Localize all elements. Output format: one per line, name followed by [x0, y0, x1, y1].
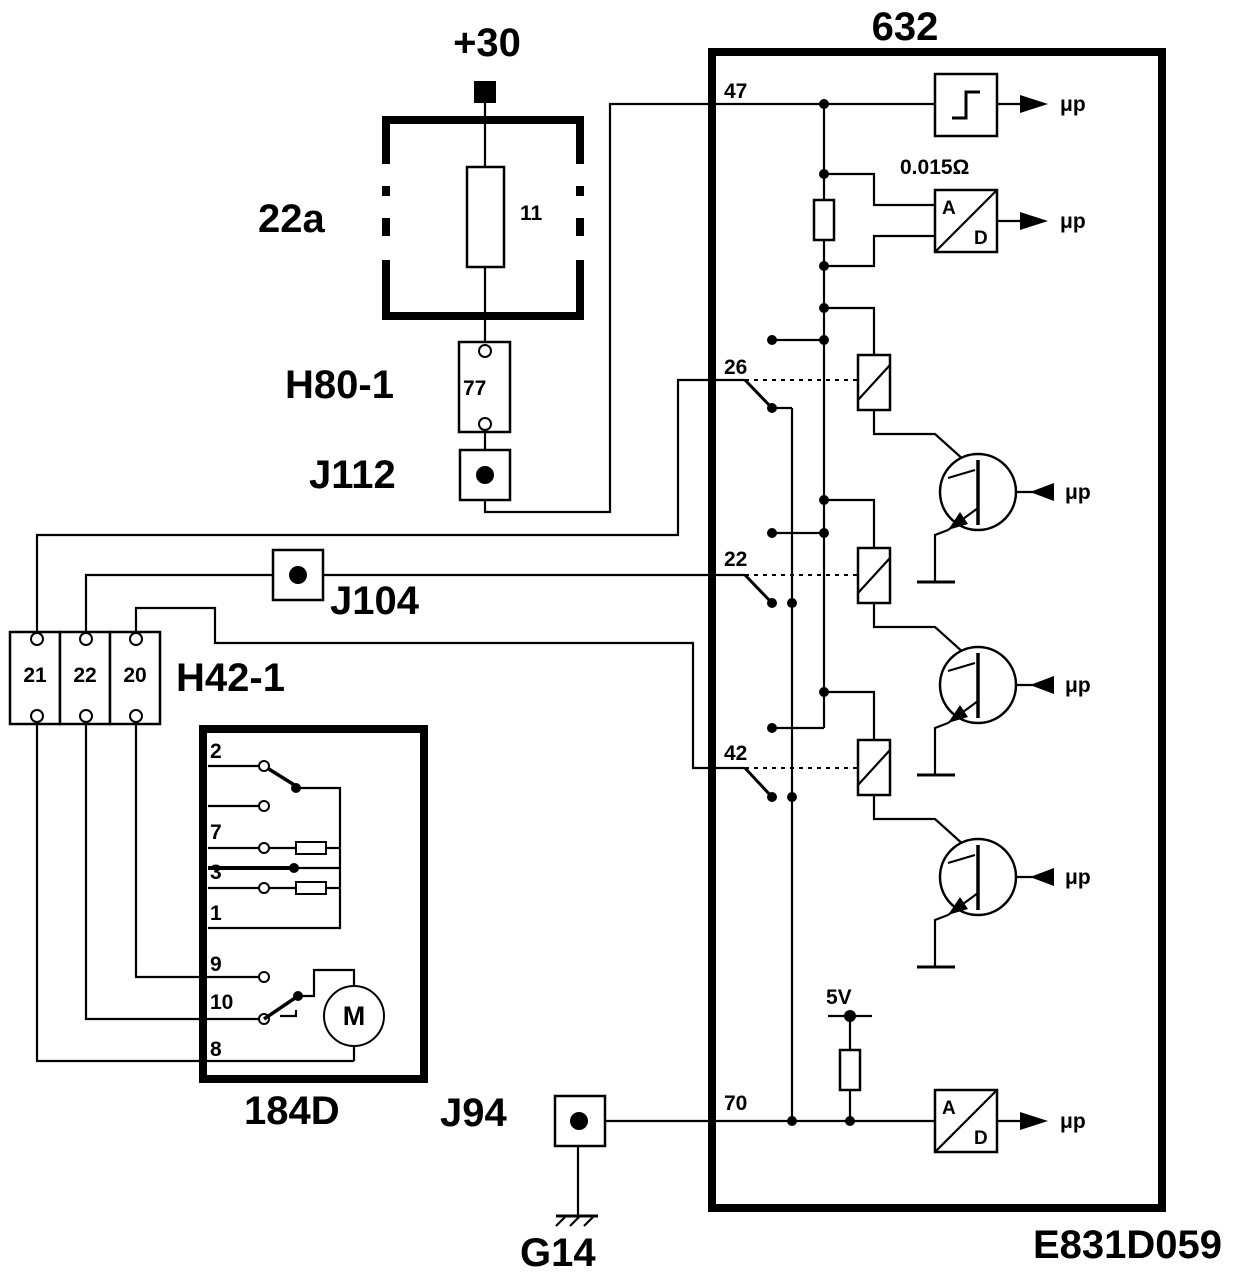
- 184d-terminal-1: 1: [210, 902, 222, 925]
- ground-label: G14: [520, 1231, 596, 1272]
- supply-5v: 5V: [826, 986, 852, 1009]
- supply-label: +30: [453, 21, 521, 65]
- transistor-3: μp: [917, 837, 1091, 969]
- ad-converter-upper: A D μp: [933, 188, 1086, 254]
- schmitt-trigger: μp: [933, 72, 1086, 138]
- connector-j112: J112: [309, 448, 512, 502]
- mu-p-5: μp: [1065, 866, 1091, 889]
- connector-j104: J104: [271, 548, 420, 623]
- fuse-box-label: 22a: [258, 197, 325, 241]
- j112-label: J112: [309, 453, 396, 497]
- mu-p-2: μp: [1060, 210, 1086, 233]
- mu-p-3: μp: [1065, 481, 1091, 504]
- transistor-2: μp: [917, 645, 1091, 777]
- h42-pin-20: 20: [123, 664, 146, 687]
- ad1-a: A: [942, 198, 956, 219]
- mu-p-1: μp: [1060, 93, 1086, 116]
- shunt-value: 0.015Ω: [900, 156, 969, 179]
- module-label: 632: [872, 5, 939, 49]
- pin-47: 47: [724, 80, 747, 103]
- fuse-11: [465, 165, 506, 269]
- h80-label: H80-1: [285, 363, 394, 407]
- h42-pin-22: 22: [73, 664, 96, 687]
- relay-coils: [856, 353, 892, 797]
- fuse-box-22a: 11 22a: [258, 116, 584, 320]
- pin-42: 42: [724, 742, 747, 765]
- pullup-resistor: [838, 1048, 862, 1092]
- ad1-d: D: [974, 228, 988, 249]
- h42-pin-21: 21: [23, 664, 47, 687]
- connector-h42-1: 21 22 20 H42-1: [8, 630, 285, 726]
- mu-p-6: μp: [1060, 1110, 1086, 1133]
- fuse-number: 11: [520, 202, 543, 225]
- diagram-code: E831D059: [1033, 1223, 1222, 1267]
- junction-dots: [767, 99, 856, 1126]
- shunt-resistor: [812, 198, 836, 242]
- ad-converter-lower: A D μp: [933, 1088, 1086, 1154]
- pin-26: 26: [724, 356, 747, 379]
- j94-label: J94: [440, 1091, 507, 1135]
- 184d-terminal-7: 7: [210, 821, 222, 844]
- 184d-terminal-10: 10: [210, 991, 233, 1014]
- motor-label: M: [343, 1001, 366, 1031]
- supply-terminal: [474, 81, 496, 103]
- 184d-terminal-8: 8: [210, 1038, 222, 1061]
- 184d-terminal-2: 2: [210, 740, 222, 763]
- ad2-d: D: [974, 1128, 988, 1149]
- connector-j94: J94: [440, 1091, 607, 1148]
- transistor-1: μp: [917, 452, 1091, 584]
- h42-label: H42-1: [176, 656, 285, 700]
- ad2-a: A: [942, 1098, 956, 1119]
- unit-184d: 2 7 3 1 9 10 8: [199, 725, 428, 1133]
- connector-h80-1: 77 H80-1: [285, 340, 512, 434]
- 184d-terminal-3: 3: [210, 861, 222, 884]
- 184d-terminal-9: 9: [210, 953, 222, 976]
- pin-70: 70: [724, 1092, 747, 1115]
- internal-wiring: [743, 104, 976, 1121]
- j104-label: J104: [330, 579, 420, 623]
- 184d-label: 184D: [244, 1089, 340, 1133]
- pin-22: 22: [724, 548, 747, 571]
- mu-p-4: μp: [1065, 674, 1091, 697]
- ground-g14: G14: [520, 1214, 598, 1272]
- h80-pin: 77: [463, 377, 486, 400]
- module-632: 632 47 26 22 42 70: [708, 5, 1166, 1212]
